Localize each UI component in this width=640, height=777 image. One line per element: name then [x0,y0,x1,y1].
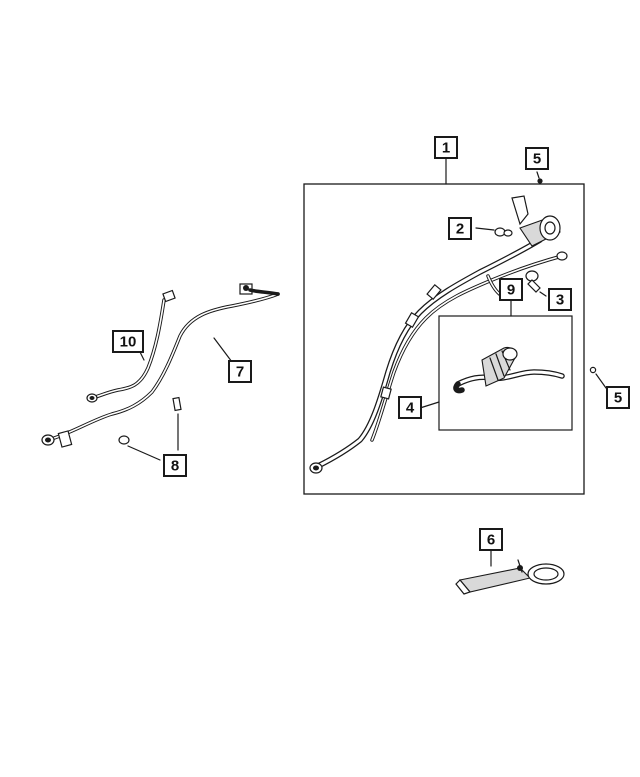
connector-part-8 [118,396,182,461]
leader-7 [213,337,233,363]
callout-7-label: 7 [236,364,244,381]
callout-2: 2 [448,217,472,240]
leader-4 [419,401,440,409]
fuel-line-part-10 [86,289,176,403]
callout-3-label: 3 [556,292,564,309]
callout-5-right-label: 5 [614,390,622,407]
fuel-line-part-7 [41,283,280,448]
callout-10: 10 [112,330,144,353]
funnel-part-6 [455,549,565,595]
assembly-frame [303,183,585,495]
callout-5-top: 5 [525,147,549,170]
fuel-filler-tube-assembly [309,195,568,474]
callout-7: 7 [228,360,252,383]
callout-8: 8 [163,454,187,477]
callout-2-label: 2 [456,221,464,238]
callout-5-right: 5 [606,386,630,409]
clamp-part-2 [475,227,513,237]
hose-part-4 [453,346,565,394]
callout-8-label: 8 [171,458,179,475]
callout-10-label: 10 [120,334,137,351]
callout-6-label: 6 [487,532,495,549]
plug-part-5-top [537,178,543,184]
callout-3: 3 [548,288,572,311]
callout-5-top-label: 5 [533,151,541,168]
callout-9: 9 [499,278,523,301]
callout-1-label: 1 [442,140,450,157]
plug-part-5-right [589,366,597,374]
callout-9-label: 9 [507,282,515,299]
callout-4-label: 4 [406,400,415,417]
callout-4: 4 [398,396,422,419]
inset-frame-4 [438,315,573,431]
callout-6: 6 [479,528,503,551]
leader-10 [139,351,145,361]
clamp-part-3 [525,270,547,297]
callout-1: 1 [434,136,458,159]
